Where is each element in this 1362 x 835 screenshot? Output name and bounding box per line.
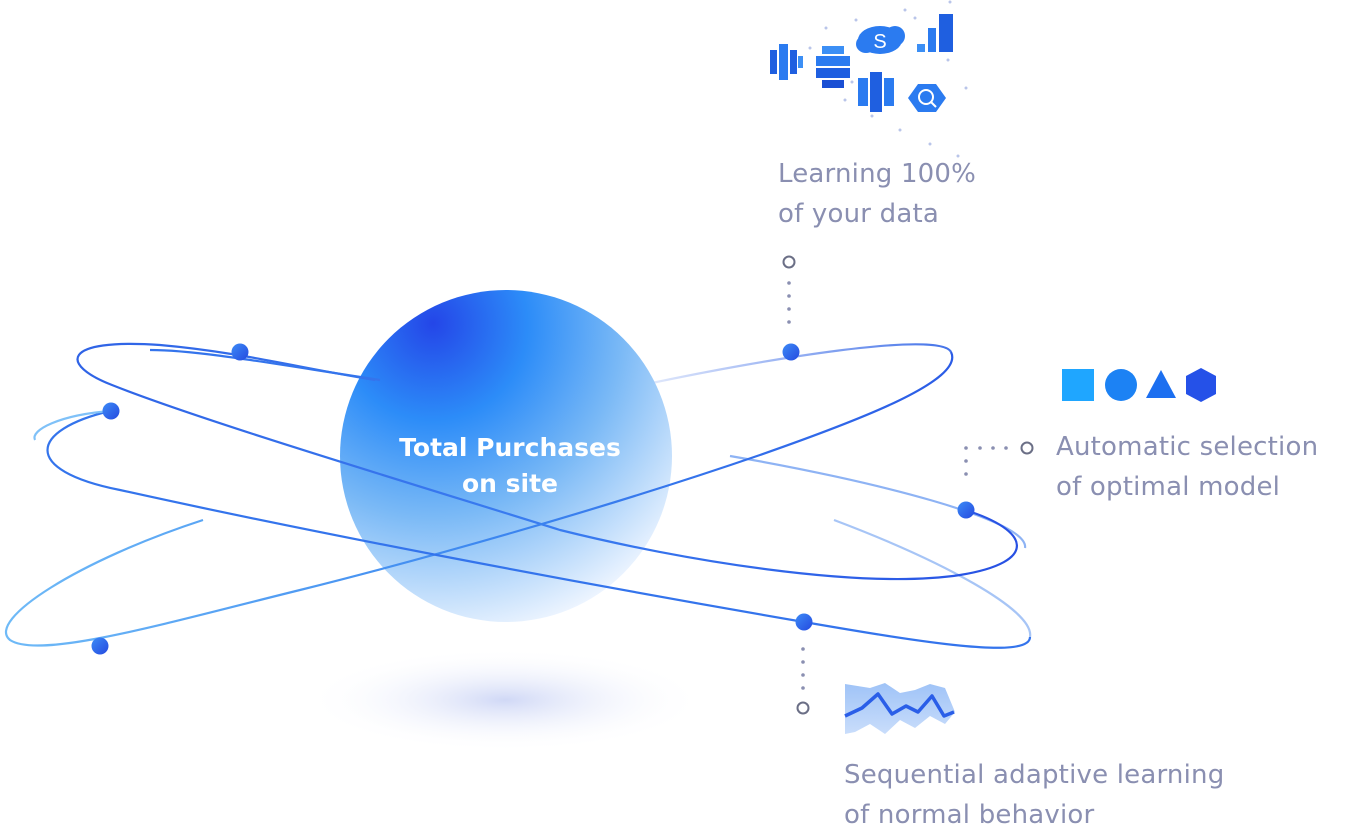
svg-text:S: S [873, 31, 886, 53]
orbit-2-back [729, 454, 1027, 549]
orbit-4-front [33, 409, 111, 441]
center-sphere [340, 290, 672, 622]
square-icon [1062, 369, 1094, 401]
feature-data-learning: Learning 100% of your data [778, 154, 976, 234]
data-source-icons: S [770, 0, 968, 158]
center-label-line1: Total Purchases [399, 433, 621, 462]
feature-data-learning-line1: Learning 100% [778, 159, 977, 189]
connector-model [964, 441, 1034, 476]
orbit-dot [782, 343, 800, 361]
aws-athena-icon [816, 46, 850, 88]
orbit-3-back [833, 518, 1032, 638]
orbit-dot [91, 637, 109, 655]
feature-sequential-learning-line2: of normal behavior [844, 800, 1095, 830]
orbit-rings-back [651, 343, 1032, 638]
feature-sequential-learning: Sequential adaptive learning of normal b… [844, 755, 1224, 835]
orbit-1-front [76, 342, 1018, 581]
orbit-3-front [46, 348, 1032, 649]
aws-redshift-icon [770, 44, 803, 80]
circle-icon [1105, 369, 1137, 401]
orbit-2-front [4, 351, 954, 647]
sphere-shadow [305, 648, 705, 752]
aws-database-icon [858, 72, 894, 112]
orbit-dots [91, 343, 975, 655]
hexagon-icon [1186, 368, 1216, 402]
feature-model-selection-line1: Automatic selection [1056, 432, 1319, 462]
bar-chart-icon [917, 14, 953, 52]
orbit-rings-front [4, 342, 1032, 649]
orbit-dot [231, 343, 249, 361]
feature-data-learning-line2: of your data [778, 199, 940, 229]
center-label: Total Purchases on site [340, 430, 680, 502]
feature-model-selection-line2: of optimal model [1056, 472, 1281, 502]
feature-sequential-learning-line1: Sequential adaptive learning [844, 760, 1225, 790]
orbit-dot [957, 501, 975, 519]
triangle-icon [1146, 370, 1176, 398]
orbit-1-back [651, 343, 952, 385]
anomaly-band-chart-icon [844, 683, 955, 734]
center-label-line2: on site [461, 469, 559, 498]
orbit-dot [795, 613, 813, 631]
connector-data [782, 255, 796, 324]
salesforce-icon: S [856, 26, 905, 54]
connector-seq [796, 647, 810, 715]
model-shapes [1062, 368, 1216, 402]
bigquery-icon [908, 84, 946, 112]
orbit-dot [102, 402, 120, 420]
feature-model-selection: Automatic selection of optimal model [1056, 427, 1318, 507]
